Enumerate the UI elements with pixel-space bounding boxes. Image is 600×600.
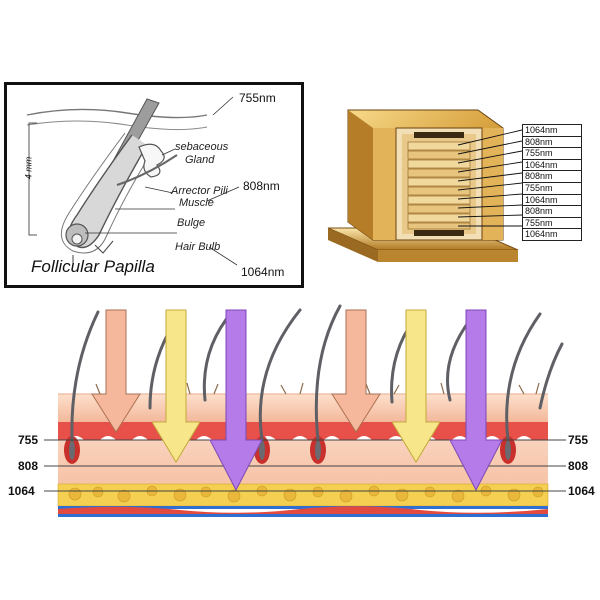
laser-label: 1064nm bbox=[522, 159, 582, 172]
left-label-808: 808 bbox=[18, 459, 39, 473]
hair-bulb-label: Hair Bulb bbox=[175, 241, 221, 253]
muscle-label: Muscle bbox=[179, 197, 214, 209]
sebaceous-label: sebaceous bbox=[175, 141, 229, 153]
laser-label: 808nm bbox=[522, 136, 582, 149]
laser-label: 755nm bbox=[522, 182, 582, 195]
arrector-pili-label: Arrector Pili bbox=[171, 185, 228, 197]
depth-label: 4 mm bbox=[23, 156, 34, 180]
laser-module-image bbox=[327, 109, 522, 262]
bulge-label: Bulge bbox=[177, 217, 206, 229]
laser-label: 755nm bbox=[522, 217, 582, 230]
wavelength-808-label: 808nm bbox=[243, 179, 280, 193]
wavelength-1064-label: 1064nm bbox=[241, 265, 285, 279]
laser-label: 1064nm bbox=[522, 229, 582, 241]
hair-follicle-panel: 4 mm sebaceous Gland Arrector Pili Muscl… bbox=[4, 82, 304, 288]
right-label-755: 755 bbox=[568, 433, 589, 447]
right-label-1064: 1064 bbox=[568, 484, 595, 498]
left-label-1064: 1064 bbox=[8, 484, 35, 498]
left-label-755: 755 bbox=[18, 433, 39, 447]
laser-wavelength-list: 1064nm 808nm 755nm 1064nm 808nm 755nm 10… bbox=[522, 124, 582, 241]
laser-label: 1064nm bbox=[522, 194, 582, 207]
right-label-808: 808 bbox=[568, 459, 589, 473]
laser-label: 755nm bbox=[522, 148, 582, 160]
follicular-papilla-title: Follicular Papilla bbox=[31, 257, 155, 276]
laser-label: 808nm bbox=[522, 171, 582, 183]
laser-label: 1064nm bbox=[522, 124, 582, 137]
laser-label: 808nm bbox=[522, 206, 582, 218]
gland-label: Gland bbox=[185, 154, 215, 166]
hair-follicle-illustration bbox=[26, 96, 240, 266]
wavelength-755-label: 755nm bbox=[239, 91, 276, 105]
skin-penetration-diagram bbox=[44, 304, 566, 517]
